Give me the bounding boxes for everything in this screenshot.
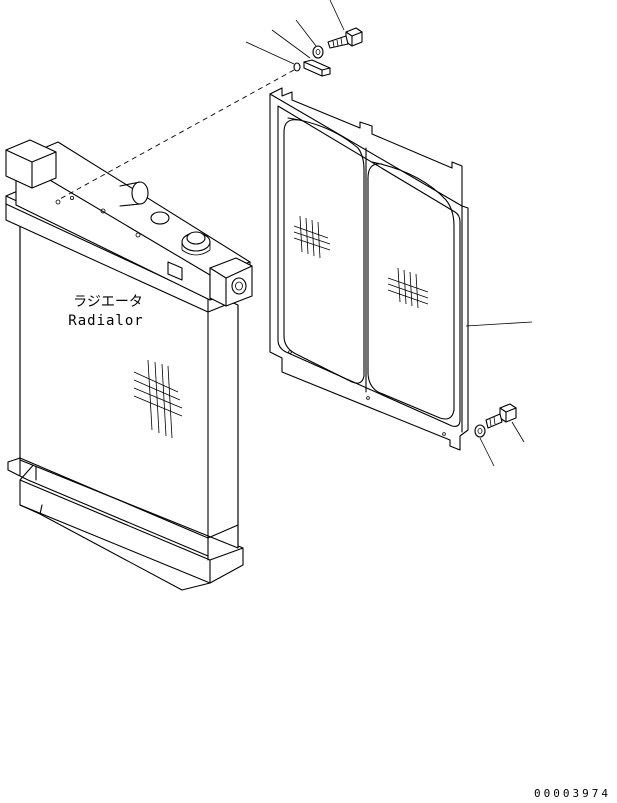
radiator-label-en: Radialor: [68, 313, 143, 329]
drawing-number: 00003974: [534, 787, 611, 800]
radiator-core-hatch: [133, 359, 183, 439]
top-plate: [303, 59, 331, 77]
bottom-bolt: [485, 403, 517, 429]
radiator-label-jp: ラジエータ: [73, 294, 143, 310]
cover-panel-hatch-left: [293, 215, 331, 259]
top-washer: [312, 45, 324, 59]
leader-lines: [57, 0, 533, 467]
radiator: [5, 139, 253, 591]
cover-panel-hatch-right: [387, 267, 429, 309]
top-bolt: [327, 27, 363, 49]
cover-panel: [269, 87, 469, 451]
bottom-washer: [474, 424, 486, 438]
radiator-upper-tank: [5, 139, 253, 307]
top-small-bolt: [293, 62, 301, 72]
